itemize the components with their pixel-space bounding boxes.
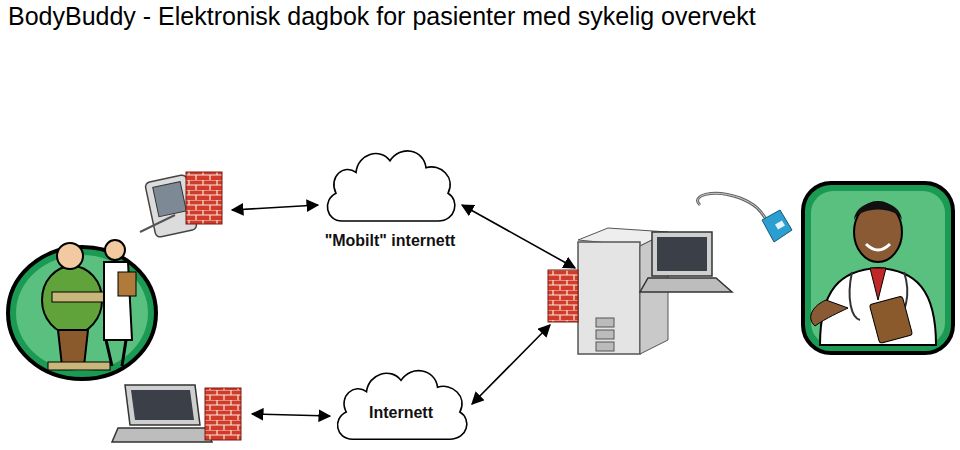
cloud-outline (320, 140, 460, 228)
doctor-picture (803, 183, 953, 353)
client-laptop (112, 385, 241, 442)
title: BodyBuddy - Elektronisk dagbok for pasie… (8, 2, 756, 31)
pda-device (140, 172, 222, 238)
cloud-label: Internett (369, 404, 433, 422)
patient-picture (8, 240, 156, 379)
server (548, 228, 732, 354)
cloud-label: "Mobilt" internett (325, 232, 456, 250)
cloud: "Mobilt" internett (300, 140, 460, 250)
network-cable (698, 193, 792, 242)
cloud: Internett (330, 360, 472, 446)
cloud-outline (330, 360, 472, 446)
